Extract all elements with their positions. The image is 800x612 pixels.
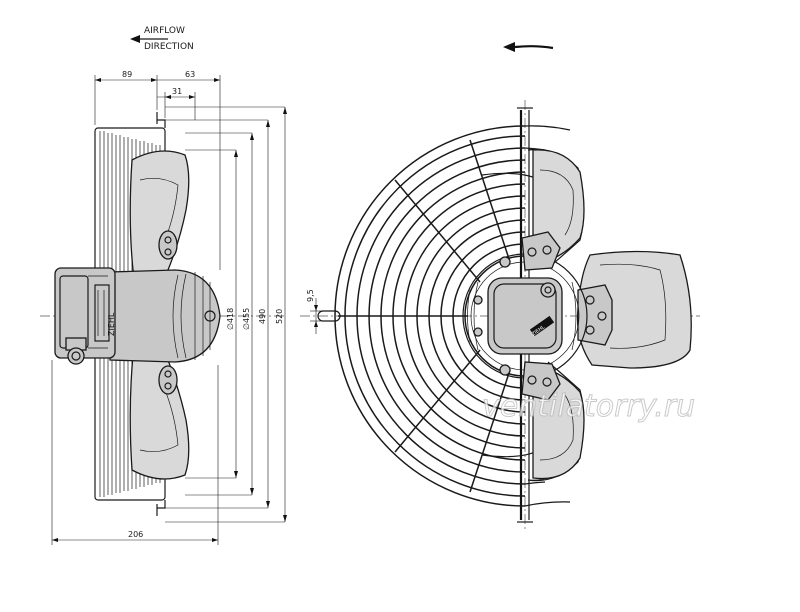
side-motor-stator [54,267,116,359]
airflow-direction-label: AIRFLOW DIRECTION [130,26,194,52]
dim-9-5: 9,5 [306,289,315,302]
front-view: ZIEHL [300,100,700,530]
dim-520: 520 [275,309,284,324]
front-upper-clamp [521,231,561,271]
airflow-arrow-icon [130,35,140,43]
side-motor-rotor [109,269,221,363]
dim-490: 490 [258,309,267,324]
dim-89: 89 [122,70,132,79]
dim-diameter-455: ∅455 [242,308,251,330]
front-airflow-arrow-icon [503,42,554,52]
dim-206: 206 [128,530,143,539]
side-upper-blade [129,150,190,284]
airflow-label-line2: DIRECTION [144,42,194,52]
side-view: ZIEHL [40,112,285,516]
airflow-label-line1: AIRFLOW [144,26,185,36]
side-brand-mark: ZIEHL [107,312,116,336]
watermark: ventilatorry.ru [482,389,695,424]
dim-63: 63 [185,70,195,79]
front-lower-clamp [521,361,561,401]
lower-blade-hub-clamp [158,365,178,395]
side-dimensions: 89 63 31 ∅418 ∅455 [51,70,287,545]
front-guard-spokes [338,139,511,493]
side-lower-blade [129,347,190,480]
dim-9-5-group: 9,5 [306,289,325,334]
front-mounting-lug [317,310,341,322]
side-cable-gland [65,337,87,365]
upper-blade-hub-clamp [158,230,178,260]
dim-31: 31 [172,87,182,96]
dim-diameter-418: ∅418 [226,308,235,330]
